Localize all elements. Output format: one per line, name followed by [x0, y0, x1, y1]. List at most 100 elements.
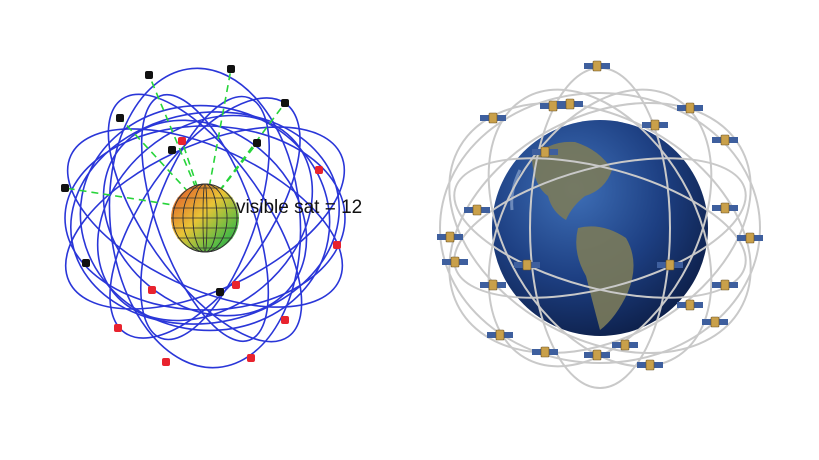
orbit-ring	[107, 93, 303, 343]
solar-panel	[497, 282, 506, 288]
solar-panel	[677, 302, 686, 308]
satellite-body	[565, 98, 575, 110]
hidden-satellite-dot	[61, 184, 69, 192]
visible-satellite-caption: visible sat = 12	[236, 197, 362, 218]
satellite-body	[650, 119, 660, 131]
orbit-ring	[102, 119, 308, 317]
orbit-ring	[139, 95, 271, 341]
satellite-body	[522, 259, 532, 271]
solar-panel	[654, 362, 663, 368]
line-of-sight-lines	[64, 68, 286, 211]
satellite-icon	[677, 102, 703, 114]
satellite-body	[472, 204, 482, 216]
orbit-ring	[487, 88, 713, 368]
line-of-sight	[204, 102, 286, 211]
solar-panel	[540, 103, 549, 109]
solar-panel	[674, 262, 683, 268]
satellite-icon	[464, 204, 490, 216]
solar-panel	[549, 149, 558, 155]
hidden-satellite-dot	[281, 99, 289, 107]
solar-panel	[712, 137, 721, 143]
solar-panel	[584, 63, 593, 69]
satellite-icon	[702, 316, 728, 328]
satellite-icon	[480, 112, 506, 124]
solar-panel	[480, 282, 489, 288]
solar-panel	[464, 207, 473, 213]
hidden-satellite-dot	[227, 65, 235, 73]
satellite-icon	[532, 346, 558, 358]
satellite-body	[488, 112, 498, 124]
orbit-ring	[487, 88, 713, 368]
satellite-body	[720, 279, 730, 291]
solar-panel	[729, 282, 738, 288]
satellite-body	[685, 299, 695, 311]
solar-panel	[754, 235, 763, 241]
satellite-icon	[480, 279, 506, 291]
satellite-body	[592, 349, 602, 361]
satellite-body	[720, 202, 730, 214]
visible-satellites-plot: visible sat = 12	[61, 65, 362, 369]
orbit-rings	[64, 67, 346, 369]
satellite-body	[488, 279, 498, 291]
visible-satellite-dot	[232, 281, 240, 289]
solar-panel	[642, 122, 651, 128]
orbit-rings	[439, 67, 761, 389]
solar-panel	[659, 122, 668, 128]
orbit-ring	[108, 67, 302, 369]
hidden-satellite-dot	[168, 146, 176, 154]
visible-satellite-dot	[148, 286, 156, 294]
satellite-icons	[437, 60, 763, 371]
solar-panel	[574, 101, 583, 107]
solar-panel	[719, 319, 728, 325]
satellite-icon	[677, 299, 703, 311]
solar-panel	[487, 332, 496, 338]
orbit-ring	[79, 104, 331, 332]
satellite-markers	[61, 65, 341, 366]
line-of-sight	[119, 117, 206, 211]
gps-constellation-illustration	[437, 60, 763, 389]
satellite-icon	[612, 339, 638, 351]
solar-panel	[459, 259, 468, 265]
satellite-body	[710, 316, 720, 328]
solar-panel	[532, 149, 541, 155]
north-america-shape	[532, 141, 612, 220]
solar-panel	[729, 205, 738, 211]
satellite-icon	[584, 60, 610, 72]
satellite-icon	[557, 98, 583, 110]
solar-panel	[637, 362, 646, 368]
solar-panel	[694, 105, 703, 111]
satellite-body	[450, 256, 460, 268]
satellite-icon	[584, 349, 610, 361]
solar-panel	[480, 115, 489, 121]
orbit-ring	[448, 101, 752, 355]
satellite-body	[720, 134, 730, 146]
visible-satellite-dot	[178, 137, 186, 145]
orbit-ring	[448, 101, 752, 355]
orbit-ring	[66, 128, 344, 308]
solar-panel	[601, 63, 610, 69]
satellite-icon	[712, 134, 738, 146]
solar-panel	[737, 235, 746, 241]
satellite-body	[685, 102, 695, 114]
solar-panel	[504, 332, 513, 338]
hidden-satellite-dot	[82, 259, 90, 267]
satellite-icon	[532, 146, 558, 158]
orbit-ring	[439, 92, 761, 364]
solar-panel	[481, 207, 490, 213]
satellite-icon	[637, 359, 663, 371]
satellite-icon	[657, 259, 683, 271]
earth-globe-icon	[492, 120, 708, 336]
satellite-body	[548, 100, 558, 112]
solar-panel	[712, 205, 721, 211]
south-america-shape	[576, 226, 634, 330]
solar-panel	[532, 349, 541, 355]
satellite-icon	[712, 202, 738, 214]
solar-panel	[629, 342, 638, 348]
satellite-body	[540, 146, 550, 158]
visible-satellite-dot	[281, 316, 289, 324]
satellite-body	[495, 329, 505, 341]
solar-panel	[442, 259, 451, 265]
solar-panel	[549, 349, 558, 355]
satellite-body	[620, 339, 630, 351]
